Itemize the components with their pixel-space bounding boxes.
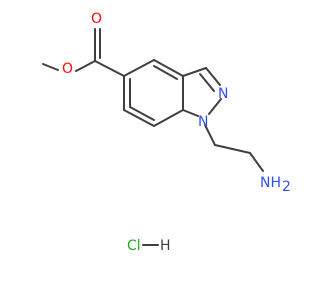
bond-carbonyl-ring xyxy=(94,60,125,77)
hydrogen-chloride-h-label: H xyxy=(160,238,171,254)
bond-n2-n1 xyxy=(208,98,222,115)
structure-drawing: O O N N NH 2 Cl H xyxy=(42,11,291,254)
chloride-label: Cl xyxy=(127,238,141,254)
carbonyl-oxygen-label: O xyxy=(91,11,102,27)
amine-nh-label: NH xyxy=(260,175,281,191)
bond-n1-ch2 xyxy=(204,124,216,146)
bond-o-carbonyl-carbon xyxy=(75,60,96,72)
bond-inner-c7-c6 xyxy=(129,106,155,121)
bond-ch2-ch2 xyxy=(214,144,251,154)
bond-methyl-o xyxy=(42,63,59,71)
amine-group-label: NH 2 xyxy=(260,175,291,195)
molecule-canvas: O O N N NH 2 Cl H xyxy=(42,11,291,254)
atom-labels: O O N N NH 2 Cl H xyxy=(62,11,291,254)
bond-n1-c7a xyxy=(182,109,199,117)
ring-nitrogen-n1-label: N xyxy=(198,114,208,130)
bonds xyxy=(42,28,264,246)
amine-subscript: 2 xyxy=(282,179,291,195)
bond-inner-c4-c3a xyxy=(153,65,178,80)
bond-c4-c3a xyxy=(153,59,184,77)
bond-c3-n2-double xyxy=(199,73,215,92)
bond-c3a-c3 xyxy=(182,67,207,77)
bond-c5-c4 xyxy=(123,59,155,77)
bond-c3-n2 xyxy=(205,67,221,86)
bond-c7-c6 xyxy=(123,109,155,127)
ester-oxygen-label: O xyxy=(62,61,73,77)
ring-nitrogen-n2-label: N xyxy=(218,86,228,102)
bond-c7a-c7 xyxy=(153,109,184,127)
bond-ch2-nh2 xyxy=(249,152,264,172)
